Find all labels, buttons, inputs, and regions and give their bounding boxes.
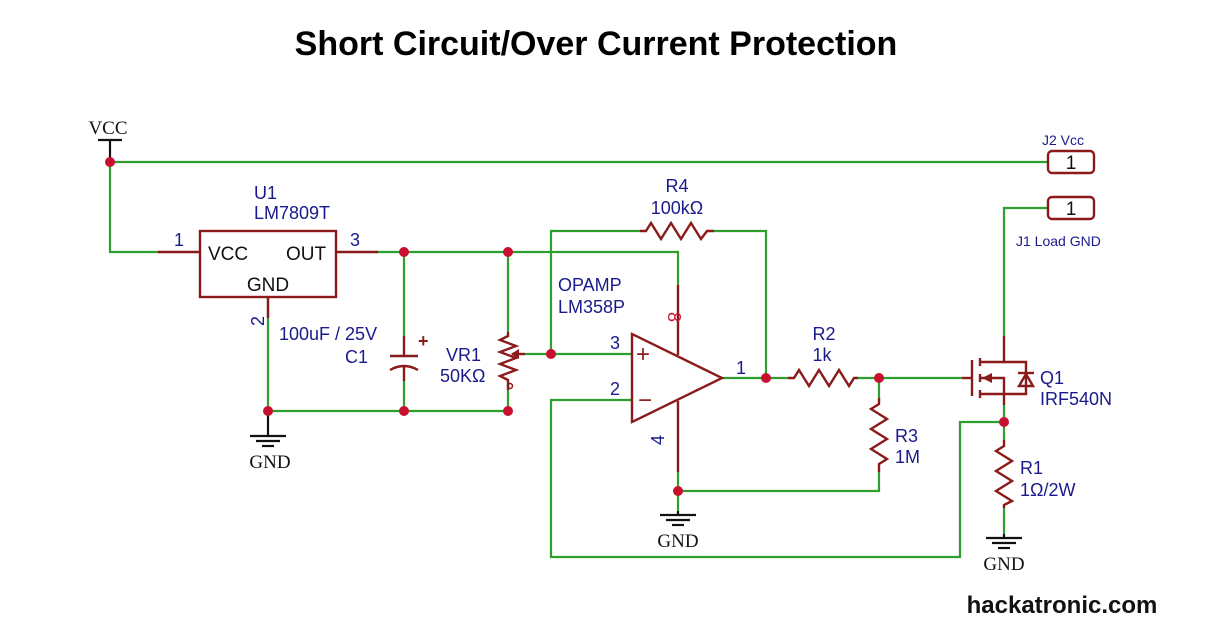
j1-pin-box bbox=[1046, 195, 1096, 221]
q1-drain bbox=[980, 336, 1006, 364]
junction-vcc bbox=[105, 157, 115, 167]
junction-opamp-out bbox=[761, 373, 771, 383]
q1-value: IRF540N bbox=[1040, 389, 1112, 409]
opamp-plus-sign: + bbox=[636, 341, 650, 368]
ground-left-label: GND bbox=[249, 452, 290, 473]
junction-vr1-top bbox=[503, 247, 513, 257]
u1-pin3-number: 3 bbox=[350, 230, 360, 250]
r2-resistor: R2 1k bbox=[788, 324, 858, 389]
r4-body bbox=[640, 220, 714, 242]
ground-right: GND bbox=[983, 534, 1025, 575]
u1-pin-vcc: VCC bbox=[208, 244, 248, 265]
opamp-part: LM358P bbox=[558, 297, 625, 317]
r2-body bbox=[788, 367, 858, 389]
q1-mosfet: Q1 IRF540N bbox=[962, 336, 1112, 409]
r2-ref: R2 bbox=[812, 324, 835, 344]
vr1-value: 50KΩ bbox=[440, 366, 485, 386]
j1-pin-number: 1 bbox=[1066, 199, 1077, 220]
junction-c1-bottom bbox=[399, 406, 409, 416]
q1-arrow bbox=[982, 373, 992, 383]
c1-plus-sign: + bbox=[418, 331, 429, 351]
r1-body bbox=[993, 440, 1015, 508]
ground-right-label: GND bbox=[983, 554, 1024, 575]
opamp-pin4-number: 4 bbox=[648, 435, 668, 445]
r1-resistor: R1 1Ω/2W bbox=[993, 440, 1075, 508]
wire-r4-right bbox=[714, 229, 768, 378]
junction-wiper bbox=[546, 349, 556, 359]
junction-opamp-gnd bbox=[673, 486, 683, 496]
junction-vr1-bottom bbox=[503, 406, 513, 416]
j2-label: J2 Vcc bbox=[1042, 132, 1084, 148]
wire-r4-left bbox=[549, 229, 640, 354]
r2-value: 1k bbox=[812, 345, 832, 365]
j2-pin-number: 1 bbox=[1066, 153, 1077, 174]
wire-vcc-to-u1 bbox=[108, 162, 158, 254]
junction-gate bbox=[874, 373, 884, 383]
vcc-supply: VCC bbox=[88, 118, 128, 162]
u1-value: LM7809T bbox=[254, 203, 330, 223]
u1-pin-out: OUT bbox=[286, 244, 327, 265]
junction-c1-top bbox=[399, 247, 409, 257]
j2-pin-box bbox=[1046, 149, 1096, 175]
u1-pin2-number: 2 bbox=[248, 316, 268, 326]
r3-resistor: R3 1M bbox=[868, 398, 920, 472]
opamp-type: OPAMP bbox=[558, 275, 622, 295]
wire-9v-rail bbox=[378, 250, 680, 285]
u1-regulator: U1 LM7809T VCC OUT GND 1 3 2 bbox=[158, 183, 378, 326]
wires bbox=[108, 160, 1048, 559]
ground-left: GND bbox=[249, 411, 291, 473]
wire-left-ground-bus bbox=[268, 390, 510, 413]
c1-capacitor: + 100uF / 25V C1 bbox=[279, 324, 429, 381]
vr1-wiper-arrow bbox=[511, 349, 519, 359]
junctions bbox=[105, 157, 1009, 496]
opamp-pin1-number: 1 bbox=[736, 358, 746, 378]
r4-ref: R4 bbox=[665, 176, 688, 196]
r1-value: 1Ω/2W bbox=[1020, 480, 1075, 500]
q1-diode-leads bbox=[1004, 360, 1028, 396]
opamp-triangle bbox=[630, 332, 725, 424]
u1-ref: U1 bbox=[254, 183, 277, 203]
j2-connector: 1 J2 Vcc bbox=[1042, 132, 1096, 175]
wire-drain-to-j1 bbox=[1002, 206, 1048, 336]
r1-ref: R1 bbox=[1020, 458, 1043, 478]
vr1-end-mark bbox=[506, 382, 514, 390]
ground-middle: GND bbox=[657, 511, 699, 552]
q1-source bbox=[980, 392, 1006, 405]
j1-connector: 1 J1 Load GND bbox=[1016, 195, 1101, 249]
r3-value: 1M bbox=[895, 447, 920, 467]
r4-value: 100kΩ bbox=[651, 198, 704, 218]
junction-left-gnd bbox=[263, 406, 273, 416]
opamp-lm358: OPAMP LM358P 8 3 2 1 4 + − bbox=[558, 275, 746, 472]
opamp-pin8-number: 8 bbox=[664, 312, 684, 322]
opamp-minus-sign: − bbox=[638, 387, 652, 414]
r3-ref: R3 bbox=[895, 426, 918, 446]
junction-source bbox=[999, 417, 1009, 427]
wire-sense-loop bbox=[549, 398, 1004, 559]
r4-resistor: R4 100kΩ bbox=[640, 176, 714, 242]
c1-ref: C1 bbox=[345, 347, 368, 367]
r3-body bbox=[868, 398, 890, 472]
vr1-potentiometer: VR1 50KΩ bbox=[440, 332, 525, 390]
opamp-pin2-number: 2 bbox=[610, 379, 620, 399]
ground-middle-label: GND bbox=[657, 531, 698, 552]
u1-pin1-number: 1 bbox=[174, 230, 184, 250]
opamp-pin3-number: 3 bbox=[610, 333, 620, 353]
wire-r3-bottom bbox=[678, 472, 881, 493]
vr1-ref: VR1 bbox=[446, 345, 481, 365]
diagram-title: Short Circuit/Over Current Protection bbox=[295, 25, 898, 63]
c1-rating: 100uF / 25V bbox=[279, 324, 377, 344]
q1-body-diode bbox=[1016, 371, 1036, 388]
q1-ref: Q1 bbox=[1040, 368, 1064, 388]
j1-label: J1 Load GND bbox=[1016, 233, 1101, 249]
vcc-label: VCC bbox=[88, 118, 127, 139]
vr1-body bbox=[496, 332, 520, 390]
u1-pin-gnd: GND bbox=[247, 275, 289, 296]
site-credit: hackatronic.com bbox=[967, 592, 1158, 619]
